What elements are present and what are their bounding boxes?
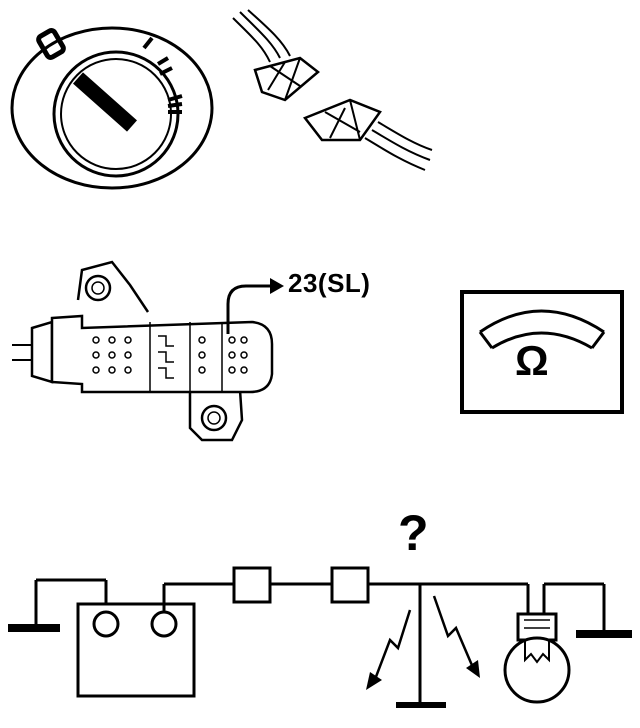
short-arrow-right <box>432 595 476 671</box>
ignition-switch-illustration <box>10 26 214 190</box>
lamp-filament <box>524 640 550 664</box>
terminal-pins <box>92 335 248 379</box>
key-slot <box>73 72 137 132</box>
fuse-box-2 <box>330 566 370 604</box>
ohmmeter-illustration <box>460 290 624 414</box>
battery-terminal-right <box>150 610 178 638</box>
off-indicator <box>36 28 66 60</box>
center-ground-symbol <box>396 702 446 708</box>
connector-pair-illustration <box>232 9 433 171</box>
fuse-box-1 <box>232 566 272 604</box>
terminal-label: 23(SL) <box>288 268 371 298</box>
circuit-schematic <box>8 566 632 708</box>
switch-module-illustration <box>12 260 284 442</box>
lamp-bulb <box>503 636 571 704</box>
battery-terminal-left <box>92 610 120 638</box>
unknown-fault-marker: ? <box>398 505 429 561</box>
short-arrow-left <box>372 609 412 683</box>
position-marks <box>142 36 183 114</box>
left-ground-symbol <box>8 624 60 632</box>
lamp-socket <box>516 612 558 642</box>
right-ground-symbol <box>576 630 632 638</box>
terminal-pointer-arrow <box>226 284 272 334</box>
ohm-symbol: Ω <box>515 337 549 384</box>
